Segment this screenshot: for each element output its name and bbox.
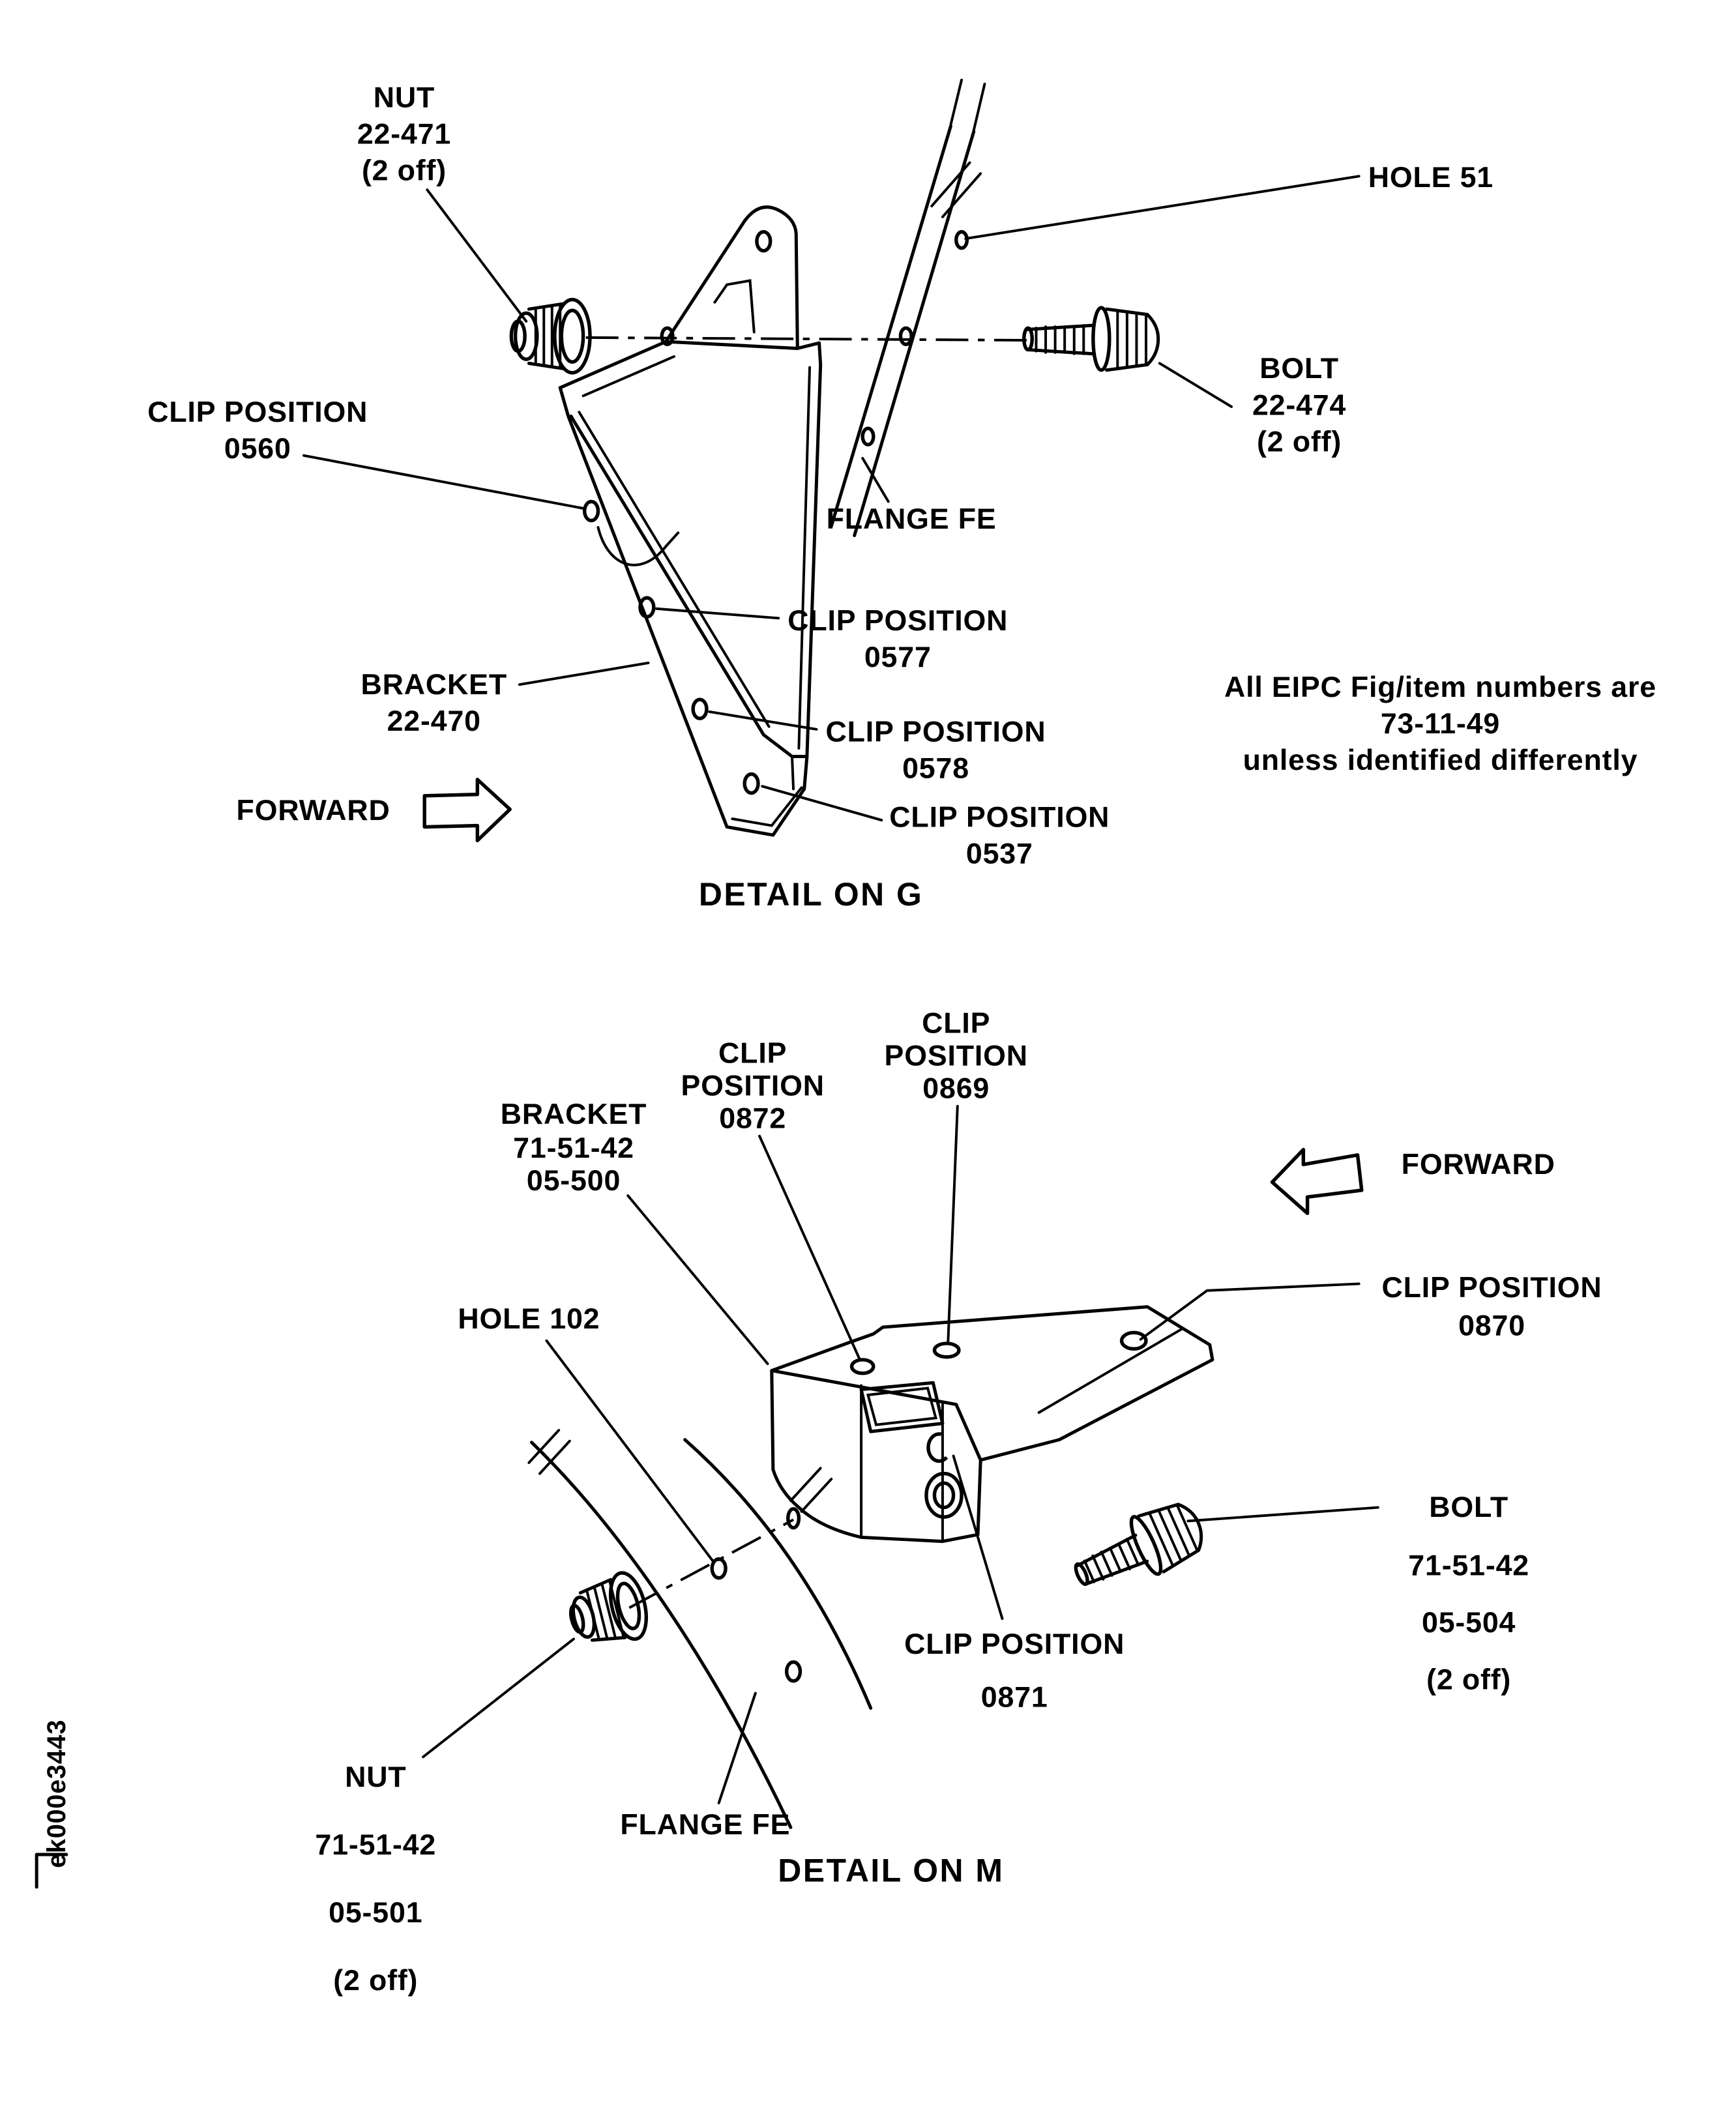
label-nut-g-3: (2 off): [362, 155, 447, 187]
forward-arrow-left-icon: [1270, 1147, 1364, 1216]
label-clip-0869-1: CLIP: [922, 1008, 990, 1040]
leader-clip-0872: [758, 1134, 861, 1361]
leader-flange-g: [861, 456, 890, 503]
leader-hole-51: [964, 175, 1361, 240]
leader-hole-102: [545, 1339, 715, 1563]
clip-hole-0560: [582, 499, 600, 523]
label-forward-m: FORWARD: [1402, 1149, 1555, 1181]
label-bolt-m-4: (2 off): [1426, 1664, 1511, 1695]
label-nut-m-3: 05-501: [329, 1897, 422, 1929]
label-clip-0872-3: 0872: [719, 1102, 786, 1134]
leader-nut-g: [426, 188, 528, 323]
label-clip-0869-3: 0869: [922, 1073, 990, 1105]
label-clip-0871-2: 0871: [981, 1681, 1048, 1713]
flange-hole-lower: [861, 426, 875, 447]
centerline-g: [585, 336, 1027, 342]
label-nut-g-1: NUT: [374, 81, 435, 113]
flange-fe-drawing-g: [829, 78, 986, 537]
clip-hole-0870: [1119, 1330, 1148, 1351]
label-bracket-m-3: 05-500: [527, 1165, 621, 1197]
label-clip-0577-1: CLIP POSITION: [787, 605, 1008, 637]
title-detail-g: DETAIL ON G: [699, 876, 924, 913]
bolt-05-504-drawing: [1074, 1503, 1203, 1586]
label-clip-0869-2: POSITION: [885, 1040, 1028, 1072]
label-clip-0577-2: 0577: [864, 641, 932, 673]
clip-hole-0578: [691, 697, 709, 720]
label-bolt-m-3: 05-504: [1422, 1607, 1516, 1639]
note-line-2: 73-11-49: [1381, 708, 1500, 740]
label-flange-m: FLANGE FE: [620, 1809, 790, 1841]
label-forward-g: FORWARD: [237, 795, 390, 827]
bolt-22-474-drawing: [1022, 306, 1160, 372]
label-clip-0537-2: 0537: [966, 838, 1033, 870]
title-detail-m: DETAIL ON M: [778, 1853, 1004, 1889]
label-clip-0870-1: CLIP POSITION: [1381, 1272, 1602, 1304]
label-bolt-g-2: 22-474: [1252, 389, 1346, 421]
front-hole-102-axis: [786, 1506, 801, 1530]
label-clip-0578-2: 0578: [902, 753, 969, 785]
label-bolt-m-2: 71-51-42: [1408, 1550, 1529, 1582]
detail-m: CLIP POSITION 0869 CLIP POSITION 0872 BR…: [315, 1008, 1602, 1997]
leader-clip-0869: [947, 1105, 959, 1345]
leader-bolt-m: [1186, 1506, 1379, 1523]
clip-hole-0537: [743, 772, 760, 795]
note-line-1: All EIPC Fig/item numbers are: [1224, 671, 1656, 703]
label-clip-0870-2: 0870: [1458, 1310, 1525, 1342]
label-nut-m-4: (2 off): [333, 1965, 418, 1997]
label-clip-0537-1: CLIP POSITION: [889, 802, 1110, 834]
forward-arrow-right-icon: [422, 778, 512, 843]
label-clip-0560-1: CLIP POSITION: [147, 396, 368, 428]
centerline-m: [628, 1518, 795, 1609]
leader-clip-0578: [708, 710, 818, 731]
label-clip-0560-2: 0560: [224, 433, 291, 465]
clip-hole-0869: [932, 1342, 961, 1359]
gusset-hole: [755, 229, 772, 253]
label-clip-0872-1: CLIP: [718, 1037, 787, 1069]
flange-hole-lower-m: [784, 1660, 802, 1683]
label-hole-102: HOLE 102: [458, 1303, 600, 1335]
figure-code-block: ek000e3443: [35, 1720, 71, 1889]
bracket-05-500-drawing: [770, 1305, 1214, 1544]
label-clip-0871-1: CLIP POSITION: [904, 1628, 1125, 1660]
label-bolt-g-1: BOLT: [1259, 353, 1339, 385]
countersunk-hole: [924, 1471, 964, 1519]
leader-nut-m: [422, 1637, 576, 1759]
leader-clip-0577: [655, 607, 780, 620]
flange-hole-axis: [898, 326, 913, 346]
hole-51-marker: [954, 229, 969, 250]
label-clip-0872-2: POSITION: [681, 1070, 824, 1102]
detail-g: NUT 22-471 (2 off) HOLE 51 BOLT 22-474 (…: [147, 78, 1656, 913]
label-hole-51: HOLE 51: [1368, 162, 1493, 194]
nut-05-501-drawing: [569, 1571, 648, 1642]
leader-clip-0537: [761, 785, 883, 822]
leader-flange-m: [717, 1692, 757, 1804]
corner-mark: [35, 1853, 68, 1889]
leader-clip-0560: [302, 454, 585, 510]
label-nut-g-2: 22-471: [357, 118, 451, 150]
bracket-22-470-drawing: [558, 205, 823, 837]
clip-hole-0577: [638, 596, 656, 619]
note-line-3: unless identified differently: [1243, 744, 1638, 776]
label-bracket-m-1: BRACKET: [501, 1098, 647, 1130]
leader-bolt-g: [1158, 362, 1233, 408]
label-bolt-m-1: BOLT: [1429, 1491, 1508, 1523]
nut-22-471-drawing: [509, 297, 592, 375]
band-hole: [660, 326, 675, 346]
flange-fe-drawing-m: [527, 1429, 873, 1829]
label-bracket-m-2: 71-51-42: [513, 1132, 634, 1164]
label-clip-0578-1: CLIP POSITION: [825, 716, 1046, 748]
leader-clip-0871: [952, 1454, 1004, 1621]
label-bolt-g-3: (2 off): [1257, 426, 1342, 458]
clip-hole-0872: [849, 1358, 875, 1375]
figure-code-text: ek000e3443: [42, 1720, 71, 1868]
label-flange-g: FLANGE FE: [827, 503, 997, 535]
leader-clip-0870: [1139, 1282, 1361, 1341]
label-bracket-g-2: 22-470: [387, 705, 481, 737]
label-nut-m-1: NUT: [345, 1761, 406, 1793]
clip-hook-0871: [926, 1432, 949, 1463]
label-nut-m-2: 71-51-42: [315, 1829, 436, 1861]
leader-bracket-g: [518, 661, 650, 686]
leader-bracket-m: [626, 1194, 769, 1366]
label-bracket-g-1: BRACKET: [361, 669, 507, 701]
